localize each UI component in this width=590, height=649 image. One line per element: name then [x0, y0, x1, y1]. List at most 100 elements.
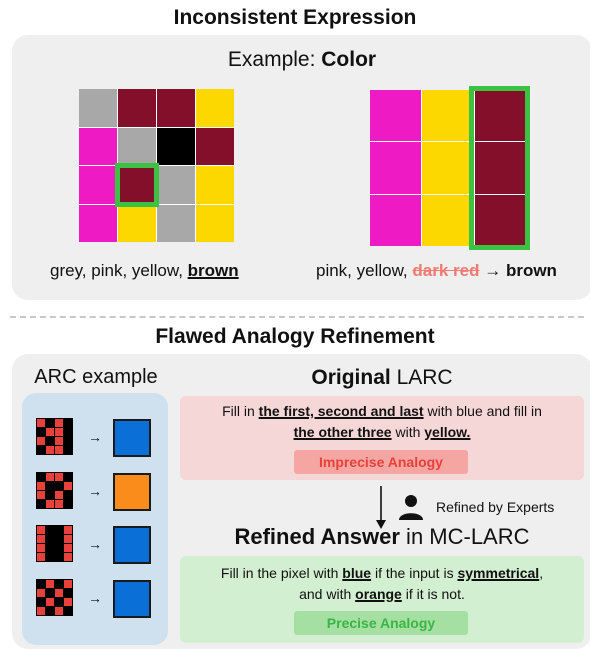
arc-input-cell [55, 526, 63, 534]
right-caption-text: pink, yellow, [316, 261, 413, 280]
right-color-grid [370, 90, 526, 246]
arc-input-cell [46, 553, 54, 561]
arc-input-cell [37, 446, 45, 454]
arc-input-cell [55, 553, 63, 561]
right-grid-cell [422, 142, 474, 194]
arc-input-cell [46, 598, 54, 606]
arc-input-grid [36, 472, 73, 509]
arc-arrow-icon: → [88, 590, 102, 606]
arc-input-cell [55, 491, 63, 499]
arc-input-cell [55, 535, 63, 543]
section-divider [10, 316, 584, 318]
left-grid-cell [79, 127, 117, 165]
arc-arrow-icon: → [88, 483, 102, 499]
refined-answer-text: Fill in the pixel with blue if the input… [180, 556, 584, 605]
arc-input-cell [46, 437, 54, 445]
arc-input-cell [37, 473, 45, 481]
arc-output-square [113, 580, 151, 618]
arc-input-cell [64, 535, 72, 543]
precise-analogy-tag: Precise Analogy [294, 611, 468, 635]
ref-b3: orange [355, 586, 402, 602]
ref-b2: symmetrical [457, 565, 540, 581]
example-topic: Color [321, 48, 377, 71]
arc-input-cell [37, 491, 45, 499]
refined-rest: in MC-LARC [399, 524, 530, 549]
right-grid-cell [422, 194, 474, 246]
arc-input-cell [37, 544, 45, 552]
arc-input-cell [55, 598, 63, 606]
arc-input-cell [37, 607, 45, 615]
ref-p3: , [539, 565, 544, 581]
left-grid-cell [118, 204, 156, 242]
right-caption-answer: brown [505, 261, 557, 280]
original-bold: Original [311, 366, 391, 389]
arc-input-cell [64, 544, 72, 552]
refine-arrow-icon [376, 486, 386, 529]
arc-input-cell [55, 607, 63, 615]
arc-input-cell [64, 580, 72, 588]
orig-p1: Fill in [222, 403, 259, 419]
arc-input-cell [64, 607, 72, 615]
left-grid-cell [196, 89, 234, 127]
color-example-panel: Example: Color grey, pink, yellow, brown… [12, 35, 590, 300]
right-grid-cell [474, 142, 526, 194]
expert-person-icon [399, 495, 423, 520]
refined-by-experts-label: Refined by Experts [436, 499, 555, 515]
original-heading: Original LARC [180, 366, 584, 390]
right-grid-cell [422, 90, 474, 142]
example-heading: Example: Color [12, 48, 590, 72]
right-caption-struck: dark red [412, 261, 480, 280]
left-grid-cell [196, 127, 234, 165]
orig-p3: with [391, 424, 425, 440]
left-caption: grey, pink, yellow, brown [50, 261, 239, 281]
arc-input-cell [55, 437, 63, 445]
arc-input-cell [46, 500, 54, 508]
right-grid-cell [370, 90, 422, 142]
right-caption-arrow: → [484, 261, 502, 280]
arc-output-square [113, 526, 151, 564]
left-color-grid [79, 89, 234, 242]
refined-answer-box: Fill in the pixel with blue if the input… [180, 556, 584, 643]
right-grid-selection [469, 86, 530, 250]
arc-example-label: ARC example [34, 366, 158, 388]
arc-input-cell [55, 580, 63, 588]
arc-input-grid [36, 525, 73, 562]
arc-arrow-icon: → [88, 429, 102, 445]
arc-input-cell [55, 428, 63, 436]
right-grid-cell [370, 142, 422, 194]
original-larc-text: Fill in the first, second and last with … [180, 396, 584, 443]
arc-input-cell [46, 482, 54, 490]
arc-input-cell [55, 500, 63, 508]
left-grid-cell [118, 127, 156, 165]
right-grid-cell [474, 194, 526, 246]
arc-input-cell [64, 589, 72, 597]
arc-input-cell [64, 437, 72, 445]
refined-heading: Refined Answer in MC-LARC [180, 524, 584, 550]
left-grid-cell [157, 89, 195, 127]
arc-input-cell [46, 526, 54, 534]
orig-b2: the other three [293, 424, 392, 440]
arc-input-cell [46, 544, 54, 552]
arc-input-cell [46, 446, 54, 454]
section-title-inconsistent: Inconsistent Expression [173, 6, 417, 29]
left-caption-answer: brown [187, 261, 239, 280]
example-prefix: Example: [227, 48, 322, 71]
ref-p5: if it is not. [401, 586, 465, 602]
left-grid-selection [115, 163, 159, 207]
arc-input-cell [64, 553, 72, 561]
arc-input-cell [55, 473, 63, 481]
imprecise-analogy-tag: Imprecise Analogy [294, 450, 468, 474]
arc-input-cell [64, 473, 72, 481]
arc-input-cell [64, 428, 72, 436]
left-grid-cell [79, 204, 117, 242]
section-title-flawed: Flawed Analogy Refinement [155, 325, 435, 348]
arc-input-cell [64, 419, 72, 427]
arc-input-cell [37, 598, 45, 606]
left-grid-cell [118, 166, 156, 204]
arc-input-cell [37, 437, 45, 445]
arc-input-cell [37, 428, 45, 436]
arc-input-cell [55, 419, 63, 427]
arc-input-cell [55, 482, 63, 490]
arc-input-cell [64, 446, 72, 454]
arc-input-grid [36, 418, 73, 455]
